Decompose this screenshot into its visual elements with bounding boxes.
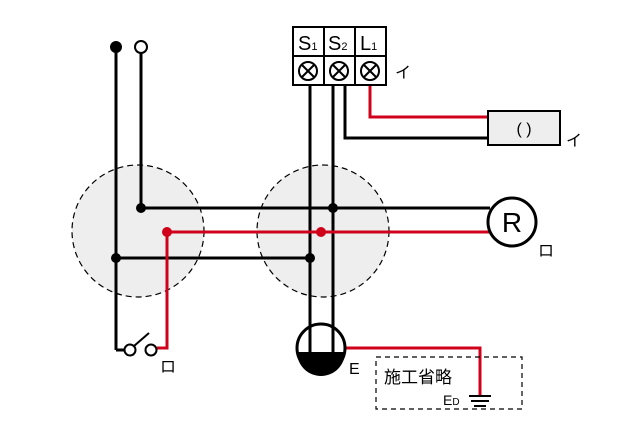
source-terminal-open <box>134 40 148 54</box>
switch-lever <box>133 332 150 347</box>
lamp-symbol: R <box>502 207 522 238</box>
outlet-side-label: E <box>349 361 360 378</box>
lamp <box>486 196 538 248</box>
red-wire-ground <box>345 346 482 396</box>
black-junction-dot <box>305 253 315 263</box>
terminal-block <box>292 26 387 86</box>
terminal-screw-icon <box>329 61 349 81</box>
ground-icon <box>469 395 491 407</box>
connection-dots <box>111 203 338 263</box>
device-box <box>487 110 561 146</box>
red-junction-dot <box>316 227 326 237</box>
switch-contact-right <box>144 343 158 357</box>
outlet <box>295 322 347 376</box>
red-wire-to-switch <box>157 232 169 350</box>
terminal-label-s2: S2 <box>328 33 347 55</box>
red-wires <box>157 84 490 396</box>
red-junction-dot <box>162 227 172 237</box>
black-junction-dot <box>136 203 146 213</box>
switch-side-label: ロ <box>160 359 176 376</box>
terminal-side-label: イ <box>395 65 411 82</box>
black-junction-dot <box>111 253 121 263</box>
red-wire-from-l1 <box>368 84 488 119</box>
ground-label: ED <box>443 392 460 408</box>
wire-terminal-to-box <box>343 84 488 140</box>
device-box-side-label: イ <box>566 133 582 150</box>
ground-box-text: 施工省略 <box>384 368 452 387</box>
ground-box <box>375 356 523 410</box>
switch <box>116 332 158 357</box>
terminal-screw-icon <box>360 61 380 81</box>
terminal-label-l1: L1 <box>360 33 377 55</box>
switch-contact-left <box>123 343 137 357</box>
source-terminal-filled <box>110 41 122 53</box>
lamp-side-label: ロ <box>538 243 554 260</box>
terminal-screw-icon <box>298 61 318 81</box>
device-box-text: ( ) <box>516 121 531 138</box>
terminal-label-s1: S1 <box>298 33 317 55</box>
black-junction-dot <box>328 203 338 213</box>
black-wires <box>114 47 490 350</box>
